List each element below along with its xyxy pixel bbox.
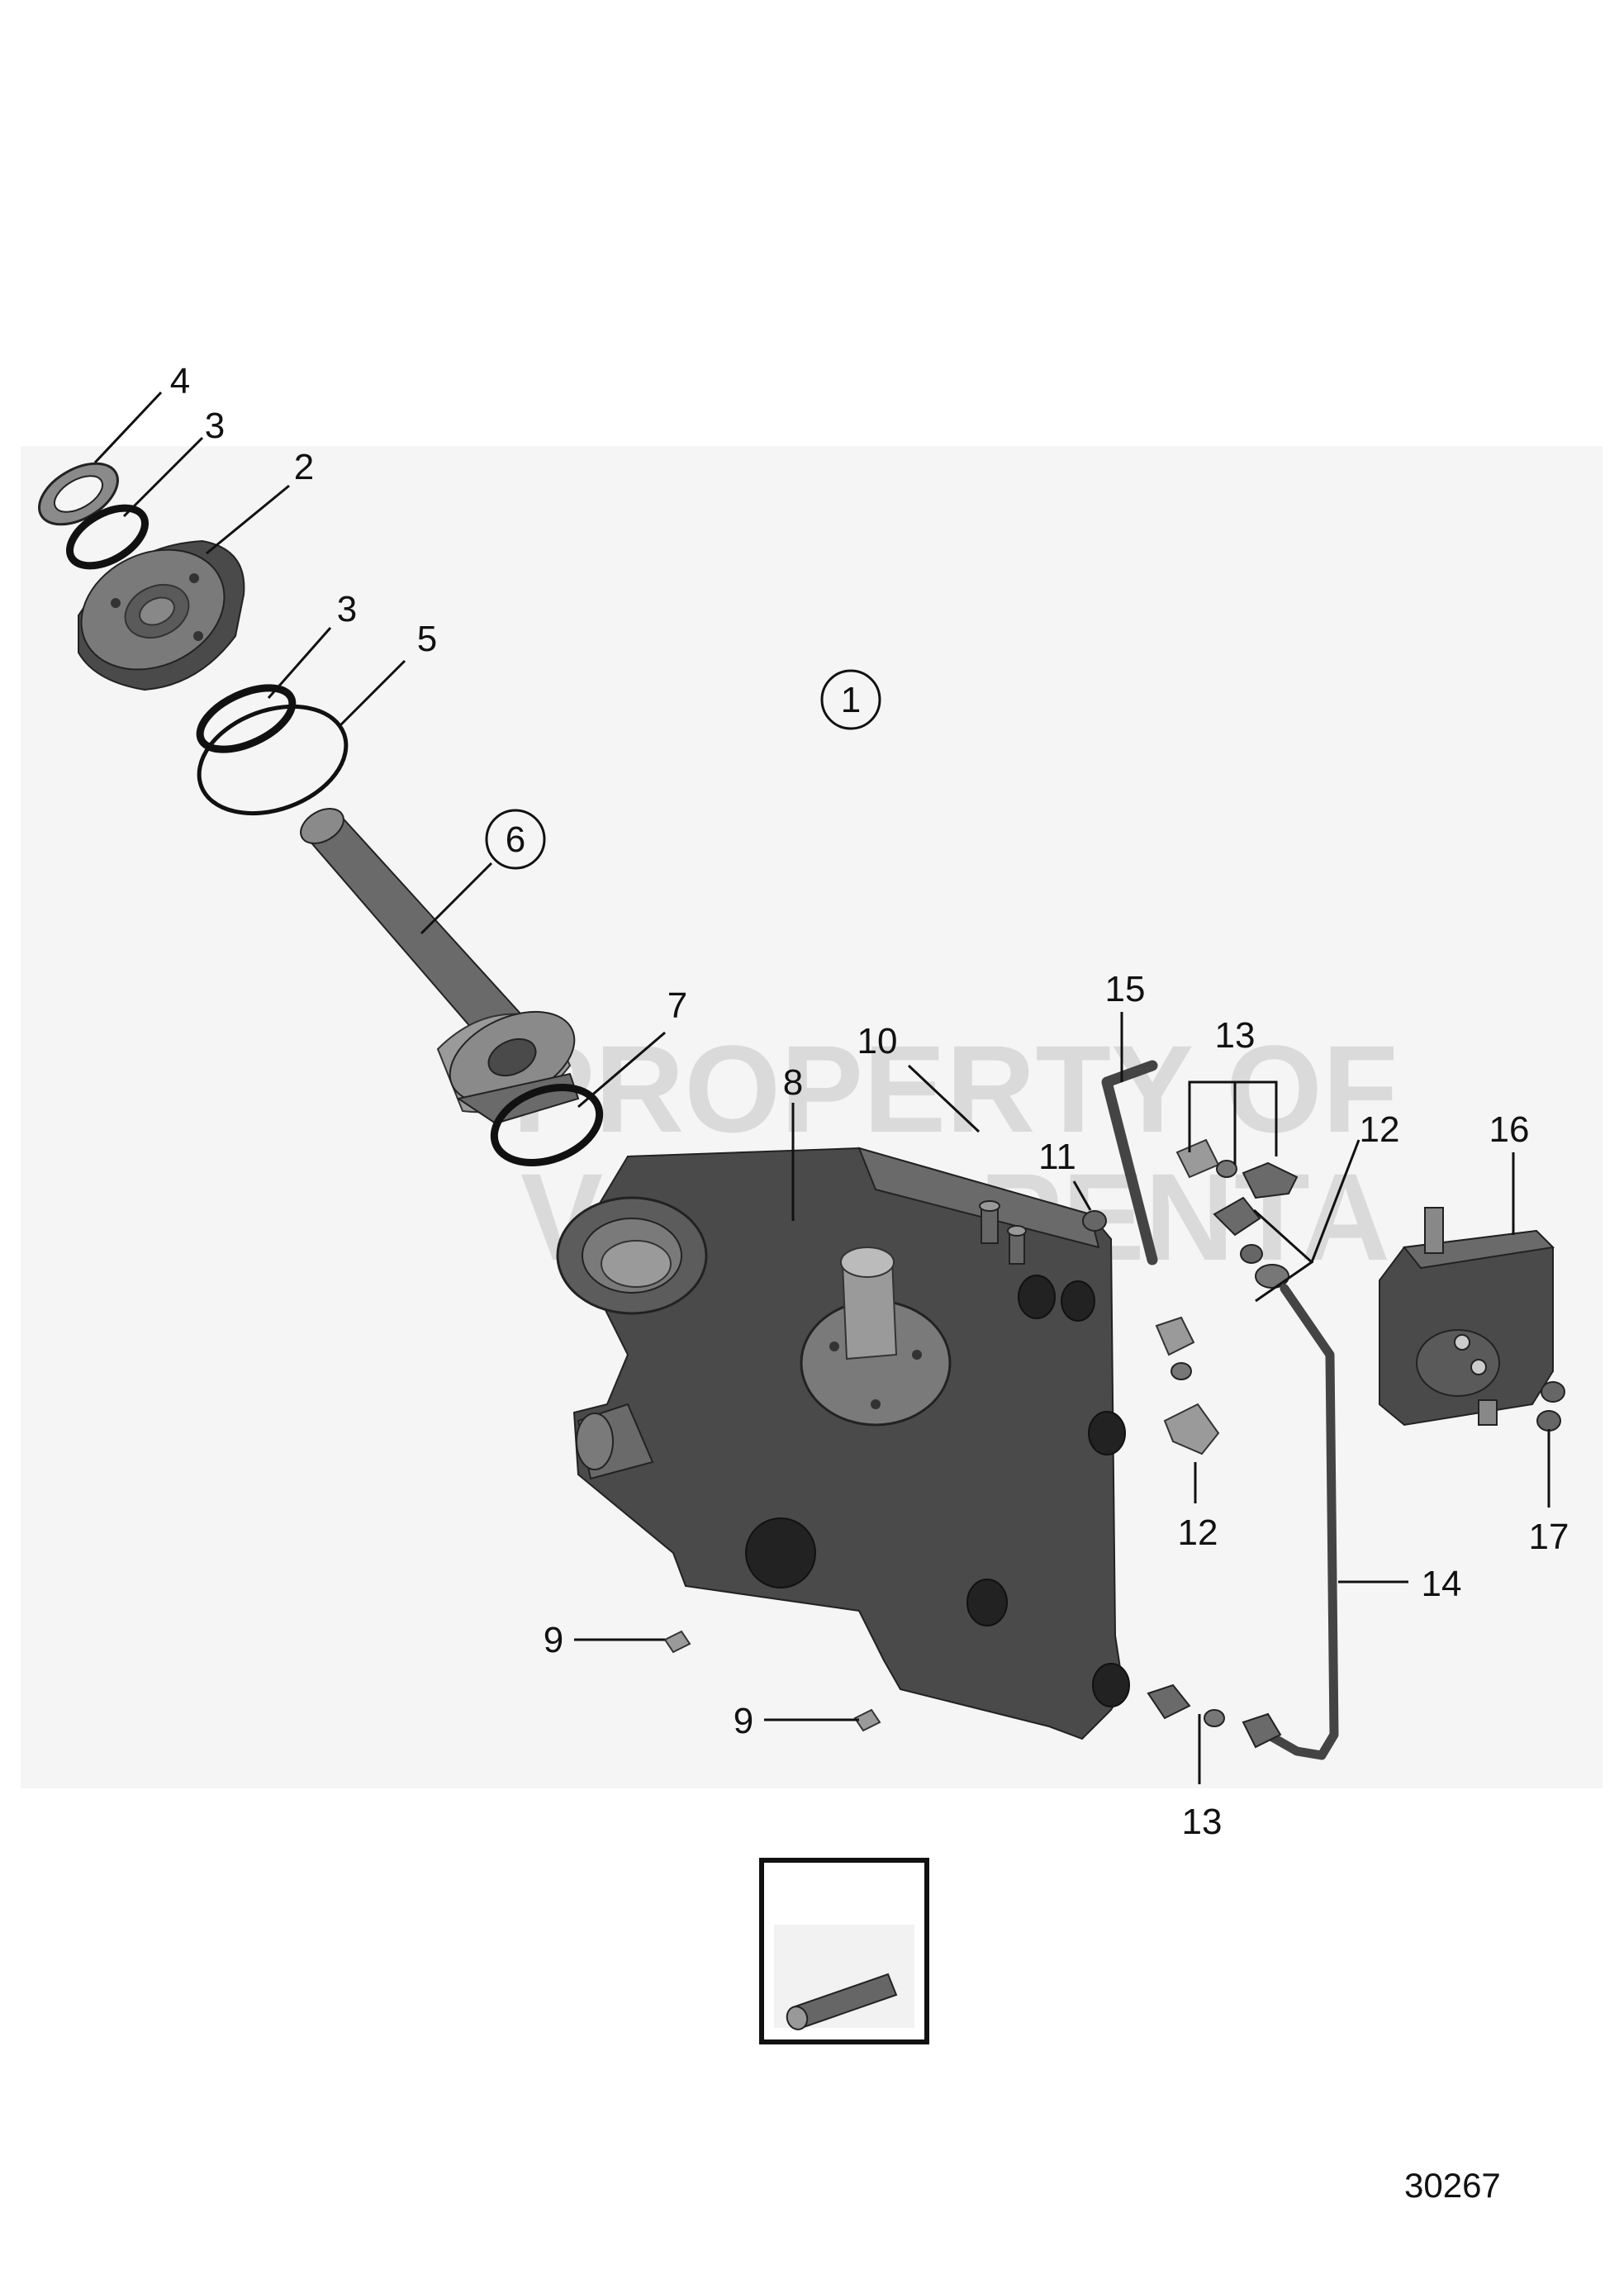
part-10-bolts[interactable] <box>979 1200 1027 1265</box>
part-3-o-ring-upper[interactable] <box>60 496 155 577</box>
part-9-plug-upper[interactable] <box>663 1630 691 1654</box>
part-12-fittings-lower[interactable] <box>1155 1316 1220 1455</box>
callout-10: 10 <box>857 1021 898 1061</box>
callout-16: 16 <box>1489 1109 1530 1150</box>
callout-1: 1 <box>841 680 861 720</box>
part-2-cover-flange[interactable] <box>62 527 245 691</box>
callout-labels: 1 2 3 4 3 5 6 7 8 9 9 10 11 12 12 13 13 … <box>170 361 1569 1912</box>
part-13-fittings-upper[interactable] <box>1175 1138 1299 1199</box>
callout-11: 11 <box>1038 1137 1076 1177</box>
part-7-o-ring[interactable] <box>484 1074 610 1176</box>
callout-1-circle <box>820 669 881 730</box>
watermark-line-1: PROPERTY OF <box>512 1019 1398 1158</box>
part-5-large-o-ring[interactable] <box>184 687 361 833</box>
callout-3-lower: 3 <box>337 589 357 629</box>
part-6-shaft[interactable] <box>295 801 589 1125</box>
part-8-housing[interactable] <box>556 1147 1130 1740</box>
part-4-seal-ring[interactable] <box>29 451 128 537</box>
part-9-plug-lower[interactable] <box>853 1708 881 1732</box>
part-18-inset <box>759 1858 929 2044</box>
callout-5: 5 <box>417 619 437 659</box>
callout-6: 6 <box>506 819 525 860</box>
callout-2: 2 <box>294 447 314 487</box>
part-17-nuts[interactable] <box>1536 1381 1565 1432</box>
callout-12-lower: 12 <box>1178 1512 1218 1553</box>
part-11-plug[interactable] <box>1082 1210 1107 1232</box>
callout-6-circle <box>485 809 546 870</box>
callout-12-upper: 12 <box>1360 1109 1400 1150</box>
callout-13-upper: 13 <box>1215 1015 1256 1056</box>
document-number: 30267 <box>1404 2166 1501 2205</box>
callout-9-lower: 9 <box>734 1701 753 1741</box>
callout-3-upper: 3 <box>205 406 225 446</box>
callout-13-lower: 13 <box>1182 1802 1223 1842</box>
callout-17: 17 <box>1529 1517 1569 1557</box>
part-18-pin[interactable] <box>784 1973 898 2032</box>
callout-4: 4 <box>170 361 190 401</box>
part-12-fittings-upper[interactable] <box>1213 1196 1289 1289</box>
callout-7: 7 <box>667 985 687 1026</box>
callout-14: 14 <box>1422 1564 1462 1604</box>
callout-8: 8 <box>783 1062 803 1103</box>
leader-lines <box>93 391 1550 1970</box>
part-3-o-ring-lower[interactable] <box>191 675 302 762</box>
part-15-bent-tube[interactable] <box>1101 1060 1158 1265</box>
part-16-valve-block[interactable] <box>1379 1207 1555 1427</box>
part-14-pipe[interactable] <box>1263 1284 1339 1760</box>
part-13-fittings-lower[interactable] <box>1147 1683 1282 1749</box>
callout-15: 15 <box>1105 969 1146 1009</box>
callout-9-upper: 9 <box>544 1620 563 1660</box>
